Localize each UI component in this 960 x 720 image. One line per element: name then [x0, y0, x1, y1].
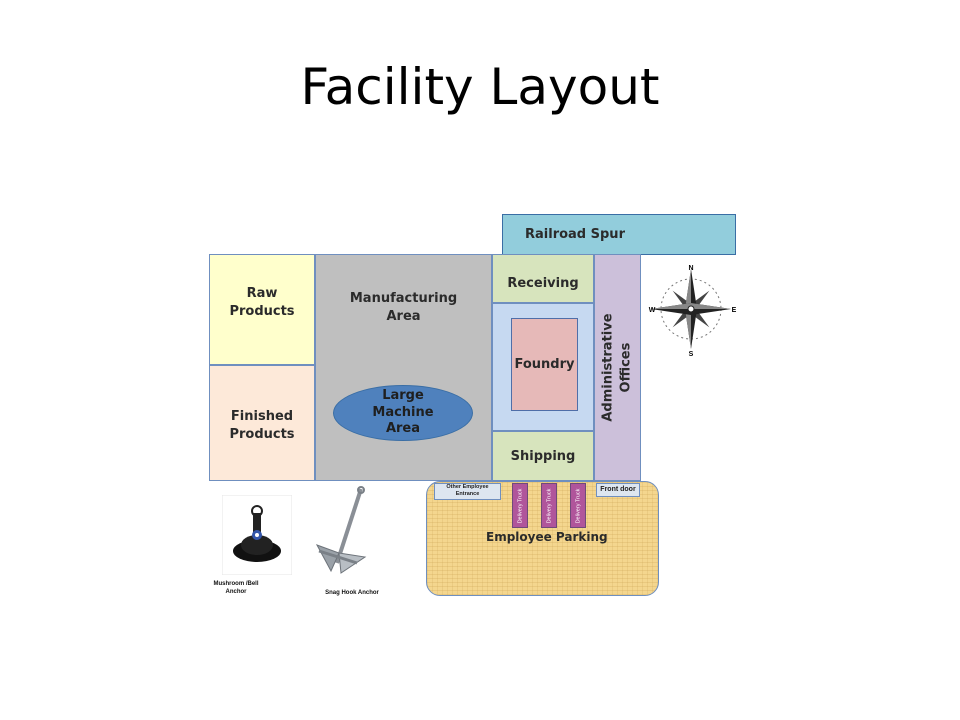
slide-title: Facility Layout — [300, 58, 660, 116]
raw-products-label: Raw Products — [229, 286, 295, 319]
snag-hook-anchor-caption: Snag Hook Anchor — [325, 590, 379, 596]
administrative-offices: Administrative Offices — [594, 254, 641, 481]
manufacturing-area: Manufacturing Area — [315, 254, 492, 481]
front-door: Front door — [596, 483, 640, 497]
administrative-offices-label: Administrative Offices — [600, 313, 634, 422]
employee-parking-label: Employee Parking — [486, 530, 608, 544]
mushroom-anchor-caption: Mushroom /Bell Anchor — [213, 581, 259, 595]
delivery-truck: Delivery Truck — [512, 483, 528, 528]
delivery-truck: Delivery Truck — [570, 483, 586, 528]
large-machine-area-label: Large Machine Area — [372, 387, 434, 437]
finished-products-label: Finished Products — [229, 409, 295, 442]
shipping-area: Shipping — [492, 431, 594, 481]
delivery-truck-label: Delivery Truck — [517, 488, 523, 523]
other-employee-entrance: Other Employee Entrance — [434, 483, 501, 500]
compass-s-label: S — [689, 351, 694, 358]
large-machine-area: Large Machine Area — [333, 385, 473, 441]
foundry-area: Foundry — [511, 318, 578, 411]
finished-products-area: Finished Products — [209, 365, 315, 481]
manufacturing-area-label: Manufacturing Area — [349, 291, 458, 324]
receiving-label: Receiving — [507, 276, 579, 291]
railroad-spur-label: Railroad Spur — [525, 226, 625, 242]
compass-rose-icon: N S E W — [648, 262, 738, 358]
delivery-truck-label: Delivery Truck — [546, 488, 552, 523]
raw-products-area: Raw Products — [209, 254, 315, 365]
delivery-truck: Delivery Truck — [541, 483, 557, 528]
snag-hook-anchor-icon — [309, 485, 379, 583]
compass-w-label: W — [649, 307, 656, 314]
compass-n-label: N — [688, 265, 693, 272]
mushroom-anchor-icon — [222, 495, 292, 575]
foundry-label: Foundry — [514, 356, 575, 372]
shipping-label: Shipping — [510, 449, 576, 465]
delivery-truck-label: Delivery Truck — [575, 488, 581, 523]
railroad-spur: Railroad Spur — [502, 214, 736, 255]
compass-e-label: E — [732, 307, 737, 314]
receiving-area: Receiving — [492, 254, 594, 303]
